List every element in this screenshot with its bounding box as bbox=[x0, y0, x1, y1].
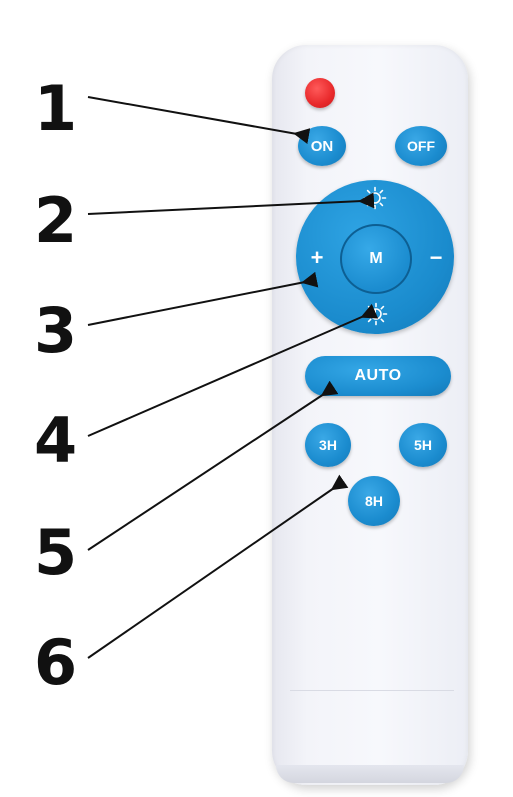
arrow-5 bbox=[87, 380, 339, 551]
power-red-button[interactable] bbox=[305, 78, 335, 108]
callout-1: 1 bbox=[34, 72, 78, 145]
timer-8h-button[interactable]: 8H bbox=[348, 476, 400, 526]
arrow-3 bbox=[87, 271, 319, 326]
remote-bottom-edge bbox=[276, 765, 464, 783]
arrow-2 bbox=[87, 192, 375, 215]
timer-3h-button[interactable]: 3H bbox=[305, 423, 351, 467]
minus-button[interactable]: − bbox=[429, 245, 443, 270]
arrow-6 bbox=[87, 474, 349, 659]
timer-5h-button[interactable]: 5H bbox=[399, 423, 447, 467]
arrow-4 bbox=[87, 303, 379, 437]
on-button[interactable]: ON bbox=[298, 126, 346, 166]
callout-6: 6 bbox=[34, 626, 78, 699]
callout-3: 3 bbox=[34, 294, 78, 367]
arrow-1 bbox=[87, 96, 311, 144]
mode-button[interactable]: M bbox=[340, 224, 412, 294]
remote-battery-seam bbox=[290, 690, 454, 691]
remote-control-body bbox=[272, 45, 468, 785]
callout-4: 4 bbox=[34, 404, 78, 477]
callout-2: 2 bbox=[34, 184, 78, 257]
off-button[interactable]: OFF bbox=[395, 126, 447, 166]
callout-5: 5 bbox=[34, 516, 78, 589]
plus-button[interactable]: + bbox=[310, 245, 324, 270]
